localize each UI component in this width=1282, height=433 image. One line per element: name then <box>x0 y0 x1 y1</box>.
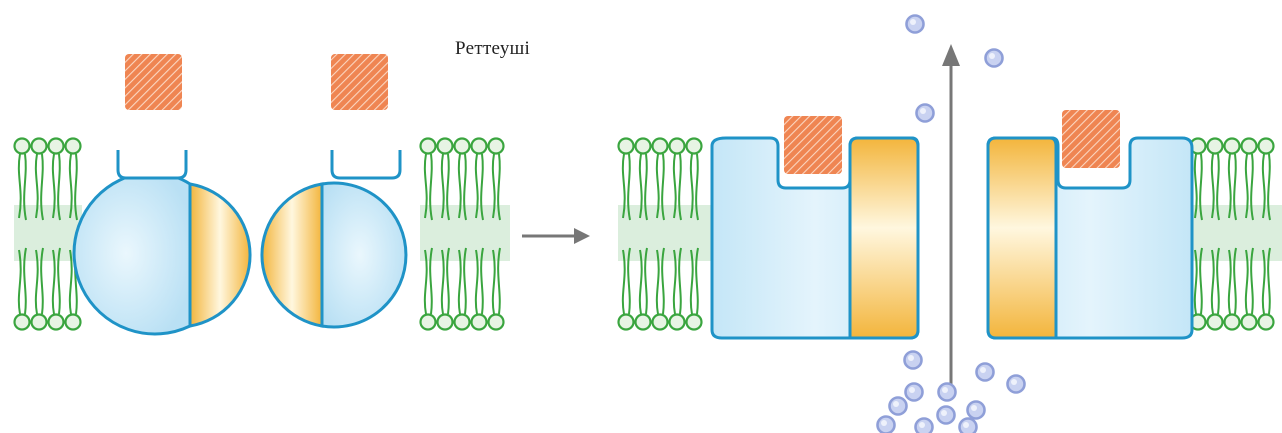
regulator-ligand <box>331 54 388 110</box>
ion-highlight <box>910 19 916 25</box>
lipid-bilayer-segment <box>618 139 714 330</box>
ion-highlight <box>920 108 926 114</box>
open-channel <box>712 16 1192 433</box>
ion-highlight <box>942 387 948 393</box>
regulator-ligand <box>1062 110 1120 168</box>
ion-highlight <box>908 355 914 361</box>
ion-highlight <box>881 420 887 426</box>
ion-highlight <box>909 387 915 393</box>
ion-highlight <box>893 401 899 407</box>
regulator-ligand <box>125 54 182 110</box>
regulator-label: Реттеуші <box>455 38 530 60</box>
ion-highlight <box>963 422 969 428</box>
lipid-bilayer-segment <box>14 139 82 330</box>
transition-arrow <box>522 228 590 244</box>
ion-highlight <box>989 53 995 59</box>
ion-highlight <box>919 422 925 428</box>
ion-highlight <box>980 367 986 373</box>
channel-protein-right-closed <box>262 146 406 327</box>
channel-protein-left-closed <box>74 146 250 334</box>
ion-highlight <box>1011 379 1017 385</box>
regulator-ligand <box>784 116 842 174</box>
closed-channel <box>74 54 406 334</box>
ion-highlight <box>971 405 977 411</box>
ion-highlight <box>941 410 947 416</box>
lipid-bilayer-segment <box>420 139 510 330</box>
flow-arrow <box>942 44 960 400</box>
lipid-bilayer-segment <box>1190 139 1282 330</box>
